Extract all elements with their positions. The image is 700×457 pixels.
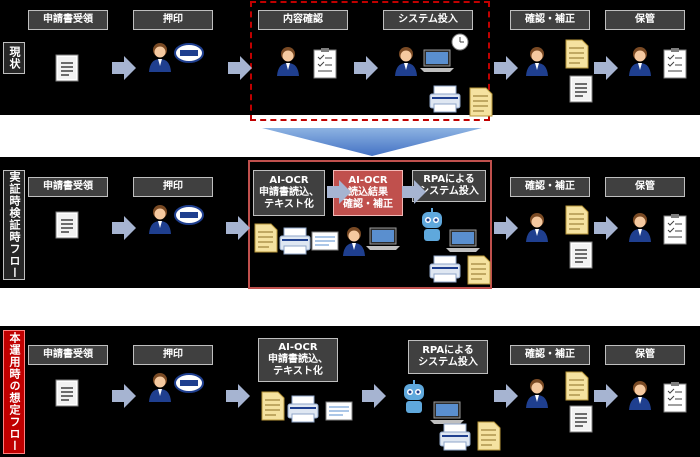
flow-arrow-icon	[228, 56, 252, 80]
person-icon	[277, 47, 299, 76]
clock-icon	[452, 34, 468, 50]
document-icon	[570, 242, 592, 268]
person-icon	[343, 227, 365, 256]
scanner-icon	[280, 228, 310, 254]
laptop-icon	[420, 50, 454, 72]
robot-icon	[404, 380, 424, 413]
application-form-icon	[470, 88, 492, 116]
application-form-icon	[478, 422, 500, 450]
document-icon	[570, 76, 592, 102]
document-icon	[56, 380, 78, 406]
flow-arrow-icon	[594, 216, 618, 240]
flow-arrow-icon	[594, 384, 618, 408]
flow-arrow-icon	[327, 180, 351, 204]
printer-icon	[430, 86, 460, 112]
laptop-icon	[430, 402, 464, 424]
person-icon	[629, 381, 651, 410]
printer-icon	[440, 424, 470, 450]
application-form-icon	[255, 224, 277, 252]
stamp-icon	[175, 44, 203, 62]
checklist-icon	[664, 214, 686, 244]
application-form-icon	[566, 40, 588, 68]
person-icon	[526, 379, 548, 408]
application-form-icon	[566, 372, 588, 400]
printer-icon	[430, 256, 460, 282]
flow-arrow-icon	[112, 216, 136, 240]
flow-arrow-icon	[402, 180, 426, 204]
flow-arrow-icon	[354, 56, 378, 80]
laptop-icon	[446, 230, 480, 252]
person-icon	[526, 213, 548, 242]
person-icon	[149, 43, 171, 72]
person-icon	[395, 47, 417, 76]
person-icon	[149, 205, 171, 234]
flow-arrow-icon	[226, 384, 250, 408]
checklist-icon	[664, 382, 686, 412]
flow-arrow-icon	[494, 384, 518, 408]
document-icon	[570, 406, 592, 432]
ocr-text-icon	[312, 232, 338, 250]
flow-arrow-icon	[112, 384, 136, 408]
laptop-icon	[366, 228, 400, 250]
scanner-icon	[288, 396, 318, 422]
application-form-icon	[468, 256, 490, 284]
flow-arrow-icon	[226, 216, 250, 240]
flow-arrow-icon	[594, 56, 618, 80]
person-icon	[629, 213, 651, 242]
flow-arrow-icon	[494, 216, 518, 240]
stamp-icon	[175, 206, 203, 224]
robot-icon	[422, 208, 442, 241]
document-icon	[56, 55, 78, 81]
document-icon	[56, 212, 78, 238]
application-form-icon	[262, 392, 284, 420]
application-form-icon	[566, 206, 588, 234]
checklist-icon	[314, 48, 336, 78]
stamp-icon	[175, 374, 203, 392]
flow-arrow-icon	[112, 56, 136, 80]
ocr-text-icon	[326, 402, 352, 420]
flow-arrow-icon	[362, 384, 386, 408]
person-icon	[526, 47, 548, 76]
checklist-icon	[664, 48, 686, 78]
person-icon	[149, 373, 171, 402]
flow-arrow-icon	[494, 56, 518, 80]
person-icon	[629, 47, 651, 76]
